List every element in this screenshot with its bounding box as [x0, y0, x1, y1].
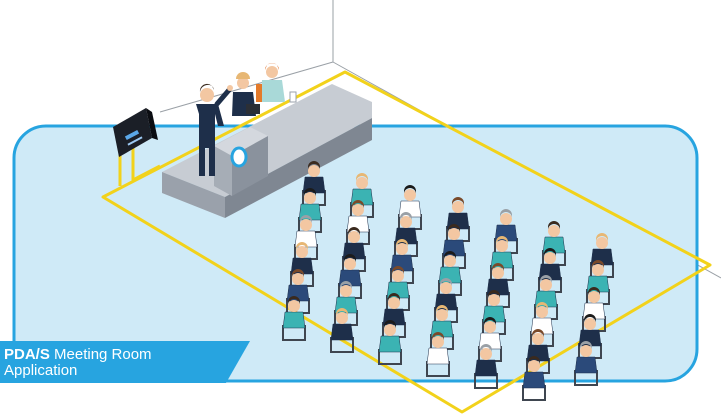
- audience-member: [378, 320, 402, 365]
- audience-member: [574, 341, 598, 386]
- audience: [282, 161, 614, 401]
- panel-members: [232, 63, 297, 116]
- audience-member: [474, 344, 498, 389]
- audience-member: [398, 185, 422, 230]
- audience-member: [282, 296, 306, 341]
- audience-member: [522, 356, 546, 401]
- caption-banner: [0, 341, 250, 383]
- microphone-badge-icon: [230, 146, 248, 168]
- wall-control-unit: [113, 108, 158, 157]
- audience-member: [330, 308, 354, 353]
- wall-control-unit-icon: [124, 129, 143, 146]
- audience-member: [342, 227, 366, 272]
- audience-member: [426, 332, 450, 377]
- speaker-figure: [196, 83, 233, 176]
- audience-member: [486, 263, 510, 308]
